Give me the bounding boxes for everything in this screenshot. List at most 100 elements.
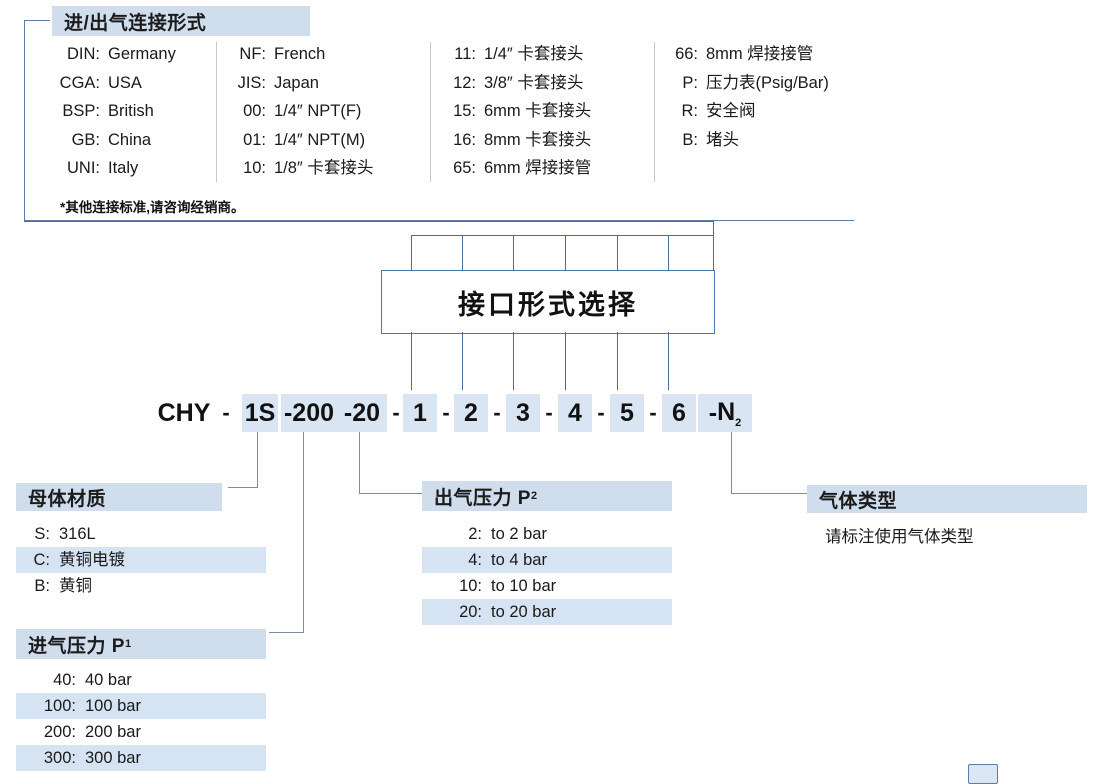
- option-value: 3/8″ 卡套接头: [484, 73, 584, 92]
- connection-column-3: 11:1/4″ 卡套接头 12:3/8″ 卡套接头 15: 6mm 卡套接头 16…: [448, 40, 653, 183]
- connector-bottom-drop-6: [668, 332, 670, 390]
- code-token-port-1[interactable]: 1: [403, 394, 437, 432]
- option-row: CGA:USA: [48, 69, 213, 98]
- code-separator: -: [392, 400, 400, 425]
- connection-column-1: DIN:Germany CGA:USA BSP:British GB:China…: [48, 40, 213, 183]
- option-key: 10:: [243, 159, 266, 177]
- list-item: C: 黄铜电镀: [16, 547, 266, 573]
- panel-bracket-bottom: [24, 219, 854, 221]
- option-row: 12:3/8″ 卡套接头: [448, 69, 653, 98]
- code-token-port-3[interactable]: 3: [506, 394, 540, 432]
- connector-gas-horizontal: [731, 493, 807, 495]
- option-key: 11:: [454, 45, 476, 63]
- connector-top-right-riser: [713, 221, 715, 271]
- item-value: to 10 bar: [491, 577, 557, 595]
- option-row: UNI:Italy: [48, 154, 213, 183]
- code-subscript: 2: [735, 416, 742, 429]
- connector-gas-vertical: [731, 432, 733, 494]
- item-value: 黄铜电镀: [59, 551, 125, 569]
- list-item: 40:40 bar: [16, 667, 266, 693]
- dealer-note: *其他连接标准,请咨询经销商。: [60, 200, 245, 215]
- code-separator: -: [649, 400, 657, 425]
- connection-type-panel: 进/出气连接形式 DIN:Germany CGA:USA BSP:British…: [24, 6, 854, 221]
- list-item: 10:to 10 bar: [422, 573, 672, 599]
- list-item: 2:to 2 bar: [422, 521, 672, 547]
- connector-bottom-drop-4: [565, 332, 567, 390]
- connector-outlet-horizontal: [359, 493, 422, 495]
- option-key: JIS:: [237, 73, 266, 92]
- option-value: 1/4″ NPT(F): [274, 102, 362, 120]
- connector-top-drop-2: [462, 235, 464, 271]
- item-key: 4:: [468, 551, 482, 569]
- list-item: 300: 300 bar: [16, 745, 266, 771]
- connector-top-panel-bottom-rail: [24, 221, 714, 223]
- interface-type-label: 接口形式选择: [458, 289, 638, 320]
- gas-type-note: 请标注使用气体类型: [825, 528, 974, 546]
- item-key: C:: [33, 551, 51, 569]
- code-separator: -: [222, 400, 230, 425]
- connector-top-drop-1: [411, 235, 413, 271]
- body-material-title: 母体材质: [16, 483, 222, 511]
- code-token-material[interactable]: 1S: [242, 394, 278, 432]
- page-corner-badge[interactable]: [968, 764, 998, 784]
- connector-top-drop-4: [565, 235, 567, 271]
- item-value: to 2 bar: [491, 525, 547, 543]
- code-token-port-6[interactable]: 6: [662, 394, 696, 432]
- option-value: 1/8″ 卡套接头: [274, 159, 374, 177]
- item-value: 黄铜: [59, 577, 92, 595]
- option-value: Germany: [108, 45, 176, 63]
- inlet-pressure-list: 40:40 bar 100:100 bar 200:200 bar 300:30…: [16, 667, 266, 771]
- code-token-port-4[interactable]: 4: [558, 394, 592, 432]
- option-key: 66:: [675, 45, 698, 63]
- interface-type-box[interactable]: 接口形式选择: [381, 270, 715, 334]
- option-key: GB:: [71, 130, 100, 149]
- code-token-port-2[interactable]: 2: [454, 394, 488, 432]
- code-token-text: 20: [352, 398, 381, 427]
- option-value: 8mm 卡套接头: [484, 130, 592, 149]
- option-row: NF: French: [234, 40, 429, 69]
- option-key: NF:: [239, 45, 266, 63]
- option-key: P:: [682, 73, 698, 92]
- item-value: 300 bar: [85, 749, 141, 767]
- option-value: 堵头: [706, 130, 739, 149]
- connector-top-drop-3: [513, 235, 515, 271]
- connection-column-4: 66:8mm 焊接接管 P:压力表(Psig/Bar) R:安全阀 B:堵头: [672, 40, 857, 154]
- option-value: 安全阀: [706, 102, 756, 120]
- code-separator: -: [442, 400, 450, 425]
- connector-top-drop-6: [668, 235, 670, 271]
- option-row: JIS:Japan: [234, 69, 429, 98]
- item-key: 300:: [43, 749, 76, 767]
- item-key: 100:: [43, 697, 76, 715]
- code-sep-inline: -: [708, 398, 718, 427]
- option-key: BSP:: [62, 102, 100, 120]
- option-value: 6mm 卡套接头: [484, 102, 592, 120]
- list-item: 4: to 4 bar: [422, 547, 672, 573]
- code-token-chy[interactable]: CHY: [157, 398, 211, 427]
- connection-column-2: NF:French JIS:Japan 00:1/4″ NPT(F) 01:1/…: [234, 40, 429, 183]
- option-row: GB:China: [48, 126, 213, 155]
- code-token-port-5[interactable]: 5: [610, 394, 644, 432]
- option-value: French: [274, 45, 326, 63]
- connector-inlet-horizontal: [269, 632, 304, 634]
- connector-top-horizontal: [411, 235, 713, 237]
- option-key: DIN:: [67, 45, 100, 63]
- code-separator: -: [493, 400, 501, 425]
- item-value: 200 bar: [85, 723, 141, 741]
- option-row: 15: 6mm 卡套接头: [448, 97, 653, 126]
- item-value: 316L: [59, 525, 96, 543]
- option-key: CGA:: [59, 73, 100, 92]
- option-row: 16:8mm 卡套接头: [448, 126, 653, 155]
- list-item: 200:200 bar: [16, 719, 266, 745]
- code-token-inlet-pressure[interactable]: -200: [281, 394, 337, 432]
- code-separator: -: [597, 400, 605, 425]
- code-token-outlet-pressure[interactable]: -20: [337, 394, 387, 432]
- option-value: Italy: [108, 159, 139, 177]
- option-key: 65:: [453, 159, 476, 177]
- option-row: 00:1/4″ NPT(F): [234, 97, 429, 126]
- connector-bottom-drop-2: [462, 332, 464, 390]
- code-token-gas-type[interactable]: -N2: [698, 394, 752, 432]
- option-row: 11:1/4″ 卡套接头: [448, 40, 653, 69]
- item-value: to 4 bar: [491, 551, 547, 569]
- option-key: 15:: [453, 102, 476, 120]
